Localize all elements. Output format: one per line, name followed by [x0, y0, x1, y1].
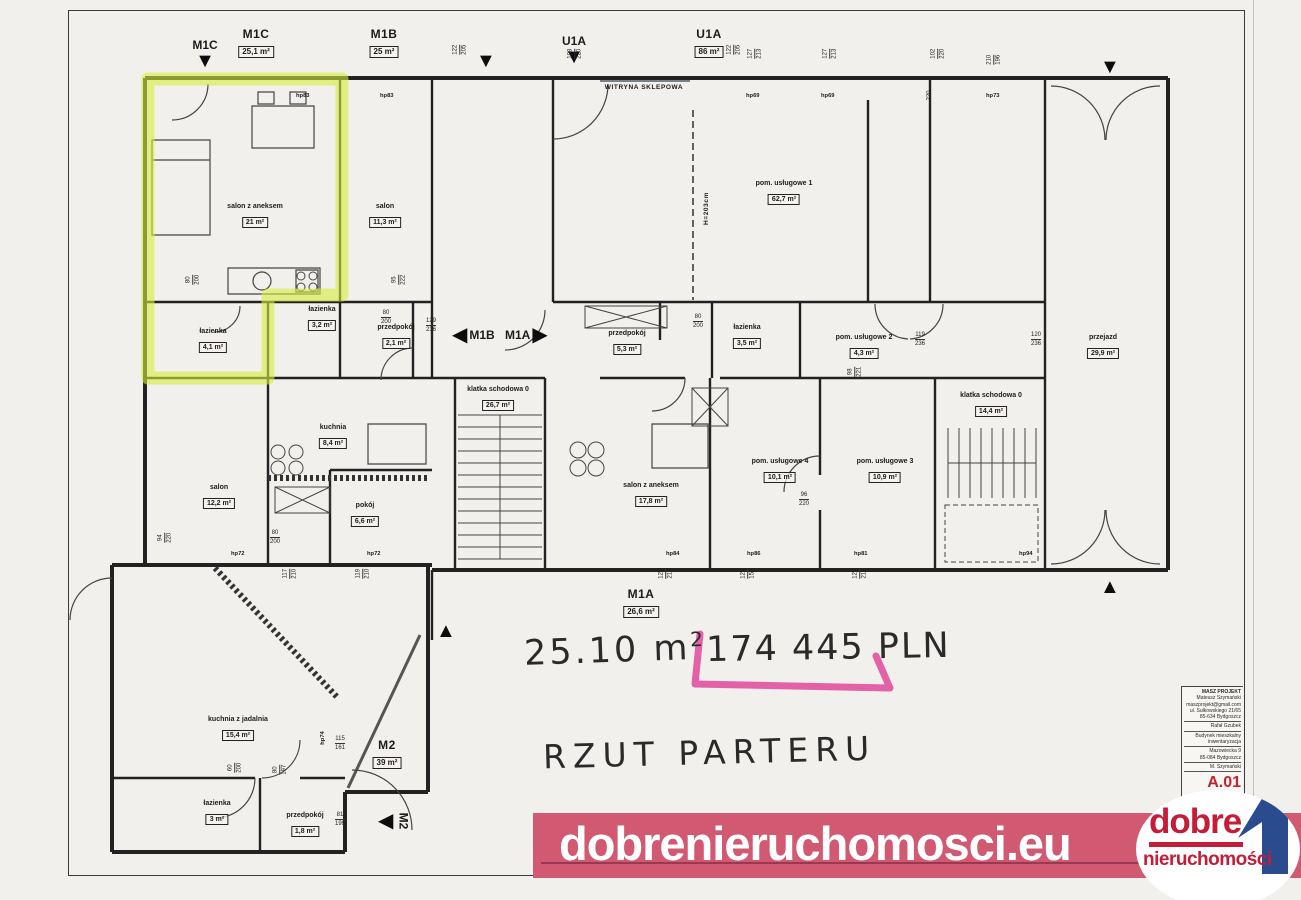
handwritten-area-note: 25.10 m2 — [523, 626, 707, 674]
logo-one-arrow-icon — [1238, 792, 1288, 874]
logo-word-nieruchomosci: nieruchomości — [1143, 849, 1272, 870]
title-block-row: 85-084 Bydgoszcz — [1184, 755, 1241, 763]
scan-edge-line — [1253, 0, 1254, 900]
price-marker-stroke — [691, 630, 894, 692]
title-block-row: Budynek mieszkalny — [1195, 732, 1241, 739]
title-block-row: Rafał Gzubek — [1184, 723, 1241, 732]
title-block-row: Mateusz Szymański — [1196, 695, 1241, 702]
brand-url-text: dobrenieruchomosci.eu — [559, 817, 1072, 870]
brand-bar-line — [541, 862, 1281, 864]
title-block-row: Mazowiecka 9 — [1209, 748, 1241, 755]
title-block-row: ul. Sułkowskiego 21/65 — [1189, 707, 1241, 714]
title-block-row: 85-634 Bydgoszcz — [1184, 714, 1241, 723]
logo-word-dobre: dobre — [1149, 802, 1242, 841]
agency-logo: dobre nieruchomości — [1136, 790, 1300, 900]
logo-underline — [1149, 842, 1243, 847]
title-block-row: M. Szymański — [1184, 764, 1241, 773]
drawing-number: A.01 — [1207, 774, 1241, 792]
title-block-row: MASZ PROJEKT — [1201, 689, 1241, 695]
title-block-row: inwentaryzacja — [1184, 739, 1241, 748]
unit-highlight — [141, 72, 349, 385]
title-block-row: maszprojekt@gmail.com — [1186, 701, 1241, 708]
handwritten-price-note: 174 445 PLN — [705, 625, 951, 671]
